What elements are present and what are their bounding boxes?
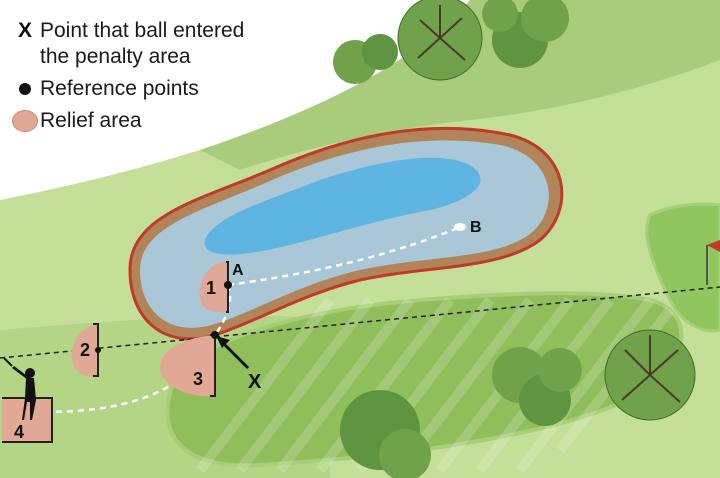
label-b: B [470, 219, 482, 236]
legend-entry-point: X Point that ball entered the penalty ar… [10, 18, 310, 70]
reference-point-2 [95, 347, 101, 353]
label-area-2: 2 [80, 340, 90, 360]
water-inner [204, 157, 481, 255]
entry-arrow-head [216, 336, 230, 348]
trees-top [333, 0, 569, 84]
label-area-4: 4 [14, 422, 24, 442]
legend-reference-points: Reference points [10, 76, 310, 102]
legend-relief-text: Relief area [40, 109, 142, 132]
relief-area-4 [2, 397, 53, 443]
label-area-1: 1 [206, 278, 216, 298]
golfer-icon [3, 357, 36, 420]
legend-reference-text: Reference points [40, 77, 199, 100]
relief-swatch-icon [12, 110, 38, 132]
reference-line [0, 286, 720, 359]
ball-path-from-player [44, 334, 217, 414]
legend: X Point that ball entered the penalty ar… [10, 18, 310, 140]
ball-path-a-to-b [227, 225, 461, 287]
trees-bottom [340, 329, 696, 478]
label-entry-x: X [248, 371, 262, 393]
dot-icon [19, 83, 31, 95]
flag [707, 240, 720, 252]
putting-green [645, 202, 720, 333]
entry-arrow [220, 340, 250, 370]
ball-path-to-x [213, 284, 232, 336]
x-mark-icon: X [17, 19, 32, 42]
penalty-area [128, 126, 564, 341]
legend-entry-text-line1: Point that ball entered [40, 19, 245, 42]
legend-relief-area: Relief area [10, 108, 310, 134]
legend-entry-text-line2: the penalty area [40, 45, 191, 68]
reference-point-a [224, 281, 232, 289]
label-area-3: 3 [193, 369, 203, 389]
label-a: A [232, 262, 244, 279]
ball-b [454, 223, 466, 231]
rough-band [200, 0, 720, 170]
